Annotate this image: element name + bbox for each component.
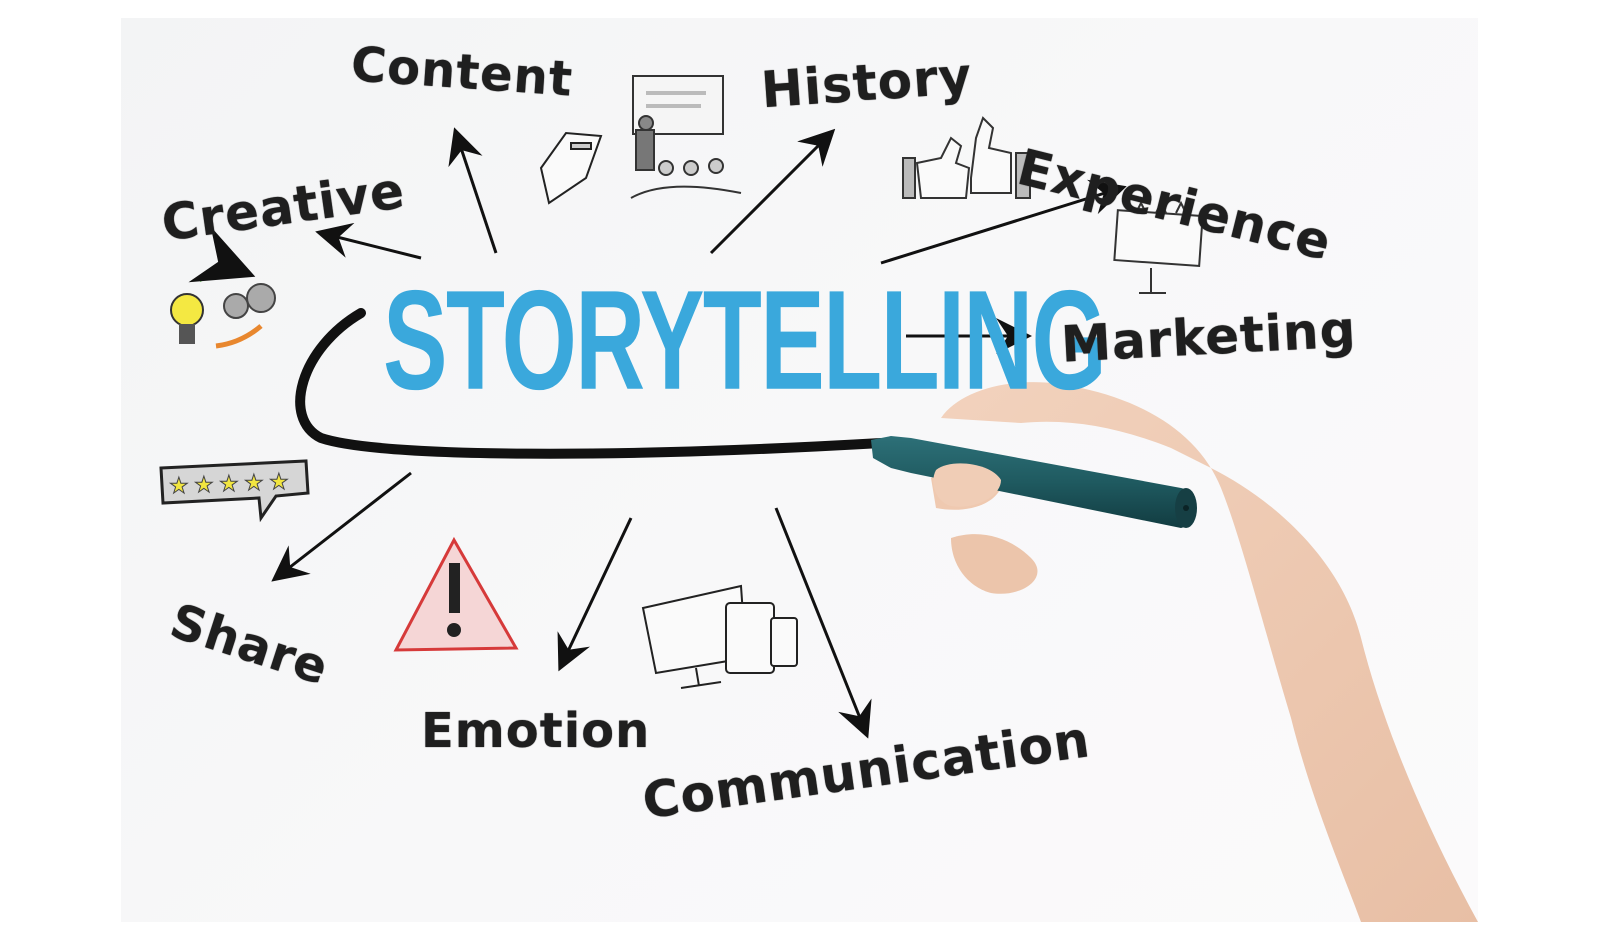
svg-text:★: ★ [219,472,239,497]
rating-stars-icon: ★★★★★ [159,459,310,523]
svg-text:★: ★ [244,471,264,496]
lightbulb-gears-icon [170,226,276,349]
hand-with-marker [871,382,1478,922]
svg-text:★: ★ [194,473,214,498]
presentation-icon [630,75,742,199]
label-emotion: Emotion [421,703,651,759]
central-title: STORYTELLING [383,261,1107,420]
arrows [271,127,1127,739]
devices-icon [641,584,798,689]
diagram-drawing: ★★★★★ [159,75,1478,922]
svg-text:★: ★ [169,474,189,499]
storytelling-photo: ★★★★★ STORYT [121,18,1478,922]
billboard-icon [1113,200,1204,294]
thumbs-up-icon [902,116,1031,199]
underline-swoosh [295,308,886,459]
svg-text:★: ★ [269,470,289,495]
warning-triangle-icon [393,536,519,652]
book-icon [539,131,603,205]
